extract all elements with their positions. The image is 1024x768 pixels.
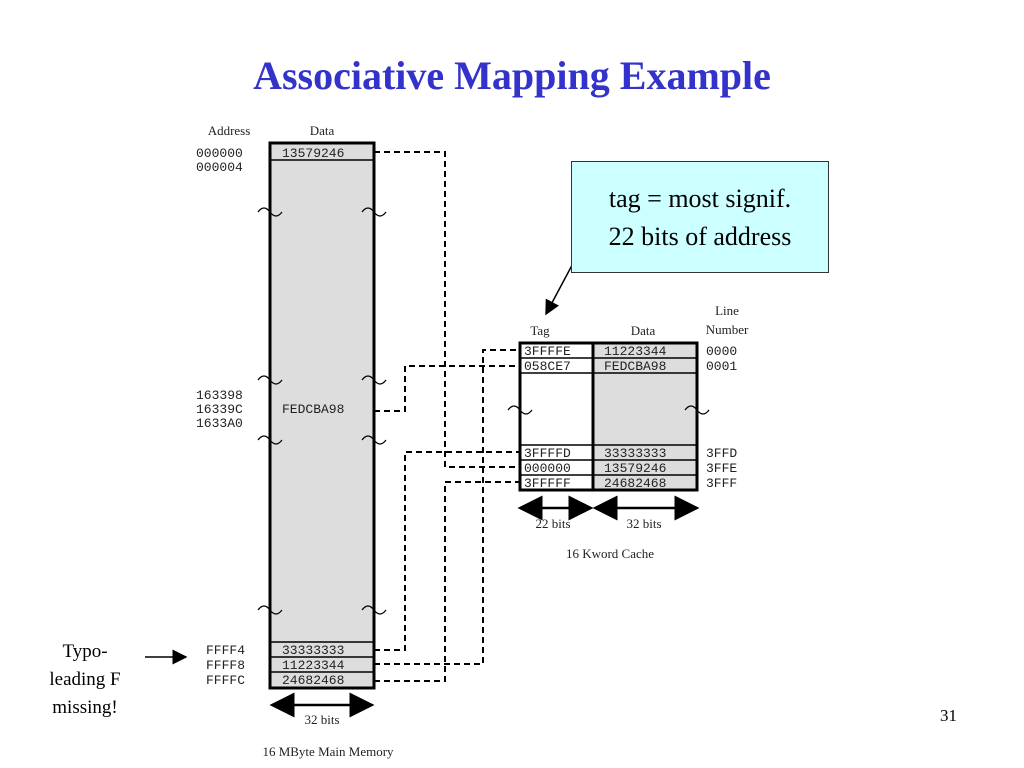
cache-data-value: 24682468 (604, 476, 666, 491)
cache-break-marks (507, 405, 710, 415)
cache-data-value: FEDCBA98 (604, 359, 666, 374)
memory-address: FFFF8 (206, 658, 245, 673)
cache-data-value: 33333333 (604, 446, 666, 461)
cache-tag-width-label: 22 bits (535, 516, 570, 531)
cache-caption: 16 Kword Cache (566, 546, 654, 561)
cache-tag-value: 000000 (524, 461, 571, 476)
cache-data-value: 13579246 (604, 461, 666, 476)
tag-callout-box: tag = most signif. 22 bits of address (571, 161, 829, 273)
memory-data-value: 24682468 (282, 673, 344, 688)
memory-address: 163398 (196, 388, 243, 403)
memory-address: FFFF4 (206, 643, 245, 658)
typo-note-line: Typo- (62, 641, 108, 662)
cache-tag-value: 3FFFFE (524, 344, 571, 359)
memory-break-marks (257, 207, 387, 615)
memory-data-value: 11223344 (282, 658, 345, 673)
memory-address: 1633A0 (196, 416, 243, 431)
cache-line-number: 0001 (706, 359, 737, 374)
cache-data-header: Data (631, 323, 656, 338)
cache-line-number: 0000 (706, 344, 737, 359)
memory-data-value: 13579246 (282, 146, 344, 161)
connector-ffffc (374, 481, 520, 682)
cache-line-number: 3FFD (706, 446, 737, 461)
typo-note-line: leading F (49, 669, 121, 690)
typo-note-line: missing! (52, 697, 118, 718)
main-memory: Address Data 000000 000004 13579246 1633… (196, 123, 394, 759)
cache-tag-value: 3FFFFD (524, 446, 571, 461)
memory-address: 16339C (196, 402, 243, 417)
memory-column (268, 141, 376, 690)
cache-line-number: 3FFE (706, 461, 737, 476)
cache-line-header: Number (706, 322, 749, 337)
memory-address: 000000 (196, 146, 243, 161)
callout-line: 22 bits of address (608, 222, 792, 251)
memory-data-header: Data (310, 123, 335, 138)
memory-data-value: FEDCBA98 (282, 402, 344, 417)
memory-address: FFFFC (206, 673, 245, 688)
cache-line-header: Line (715, 303, 739, 318)
connector-ffff4 (374, 451, 520, 651)
memory-address: 000004 (196, 160, 243, 175)
callout-line: tag = most signif. (608, 184, 792, 213)
cache-data-column (591, 341, 699, 492)
memory-caption: 16 MByte Main Memory (262, 744, 394, 759)
page-number: 31 (940, 706, 957, 725)
typo-note: Typo- leading F missing! (20, 638, 150, 722)
connector-ffff8 (374, 349, 520, 665)
slide-title: Associative Mapping Example (253, 53, 771, 98)
cache-data-value: 11223344 (604, 344, 667, 359)
memory-data-value: 33333333 (282, 643, 344, 658)
memory-width-label: 32 bits (304, 712, 339, 727)
cache-tag-value: 3FFFFF (524, 476, 571, 491)
cache-tag-column (518, 341, 595, 492)
cache: Tag Data Line Number 3FFFFE 058CE7 11223… (507, 303, 749, 561)
memory-address-header: Address (208, 123, 251, 138)
connector-fedcba98 (374, 365, 520, 412)
connector-000000 (374, 151, 520, 468)
cache-line-number: 3FFF (706, 476, 737, 491)
cache-data-width-label: 32 bits (626, 516, 661, 531)
mapping-connectors (374, 151, 520, 682)
cache-tag-header: Tag (530, 323, 550, 338)
cache-tag-value: 058CE7 (524, 359, 571, 374)
